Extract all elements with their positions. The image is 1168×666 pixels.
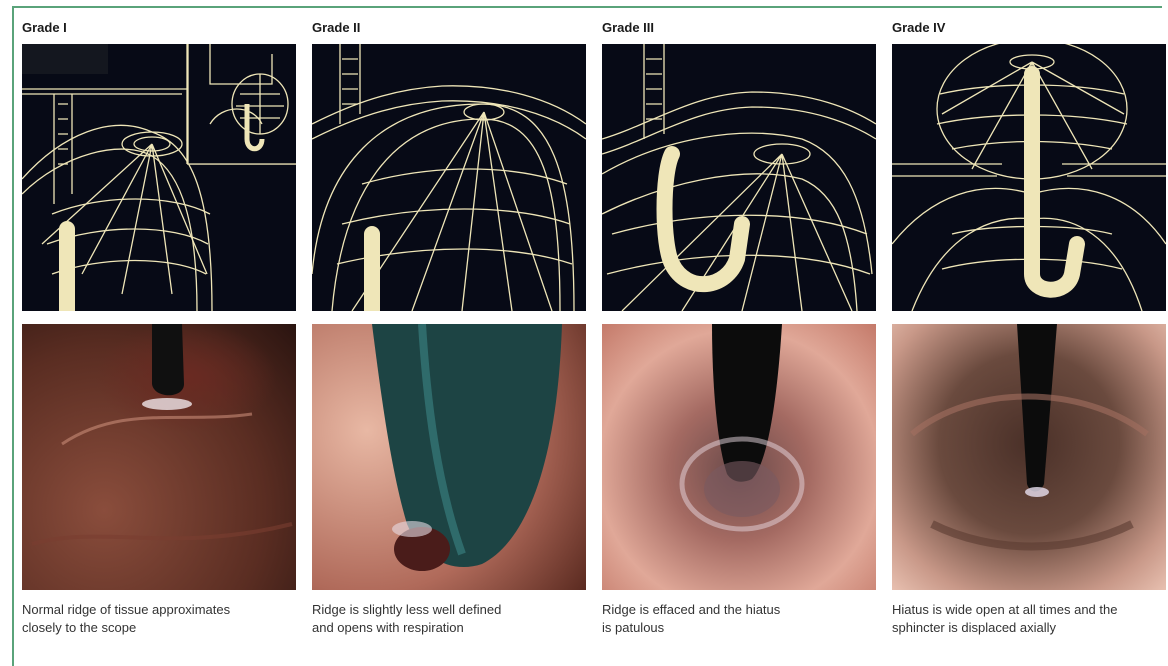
caption-grade-1: Normal ridge of tissue approximates clos… bbox=[22, 601, 302, 637]
grade-label: Grade III bbox=[602, 20, 654, 35]
caption-grade-4: Hiatus is wide open at all times and the… bbox=[892, 601, 1168, 637]
caption-grade-3: Ridge is effaced and the hiatus is patul… bbox=[602, 601, 882, 637]
grade-label: Grade IV bbox=[892, 20, 945, 35]
diagram-grade-3 bbox=[602, 44, 876, 311]
diagram-grade-1 bbox=[22, 44, 296, 311]
grade-label: Grade II bbox=[312, 20, 360, 35]
endoscopic-photo-grade-2 bbox=[312, 324, 586, 590]
grade-label: Grade I bbox=[22, 20, 67, 35]
diagram-grade-4 bbox=[892, 44, 1166, 311]
diagram-grade-2 bbox=[312, 44, 586, 311]
endoscopic-photo-grade-1 bbox=[22, 324, 296, 590]
endoscopic-photo-grade-3 bbox=[602, 324, 876, 590]
caption-grade-2: Ridge is slightly less well defined and … bbox=[312, 601, 592, 637]
endoscopic-photo-grade-4 bbox=[892, 324, 1166, 590]
